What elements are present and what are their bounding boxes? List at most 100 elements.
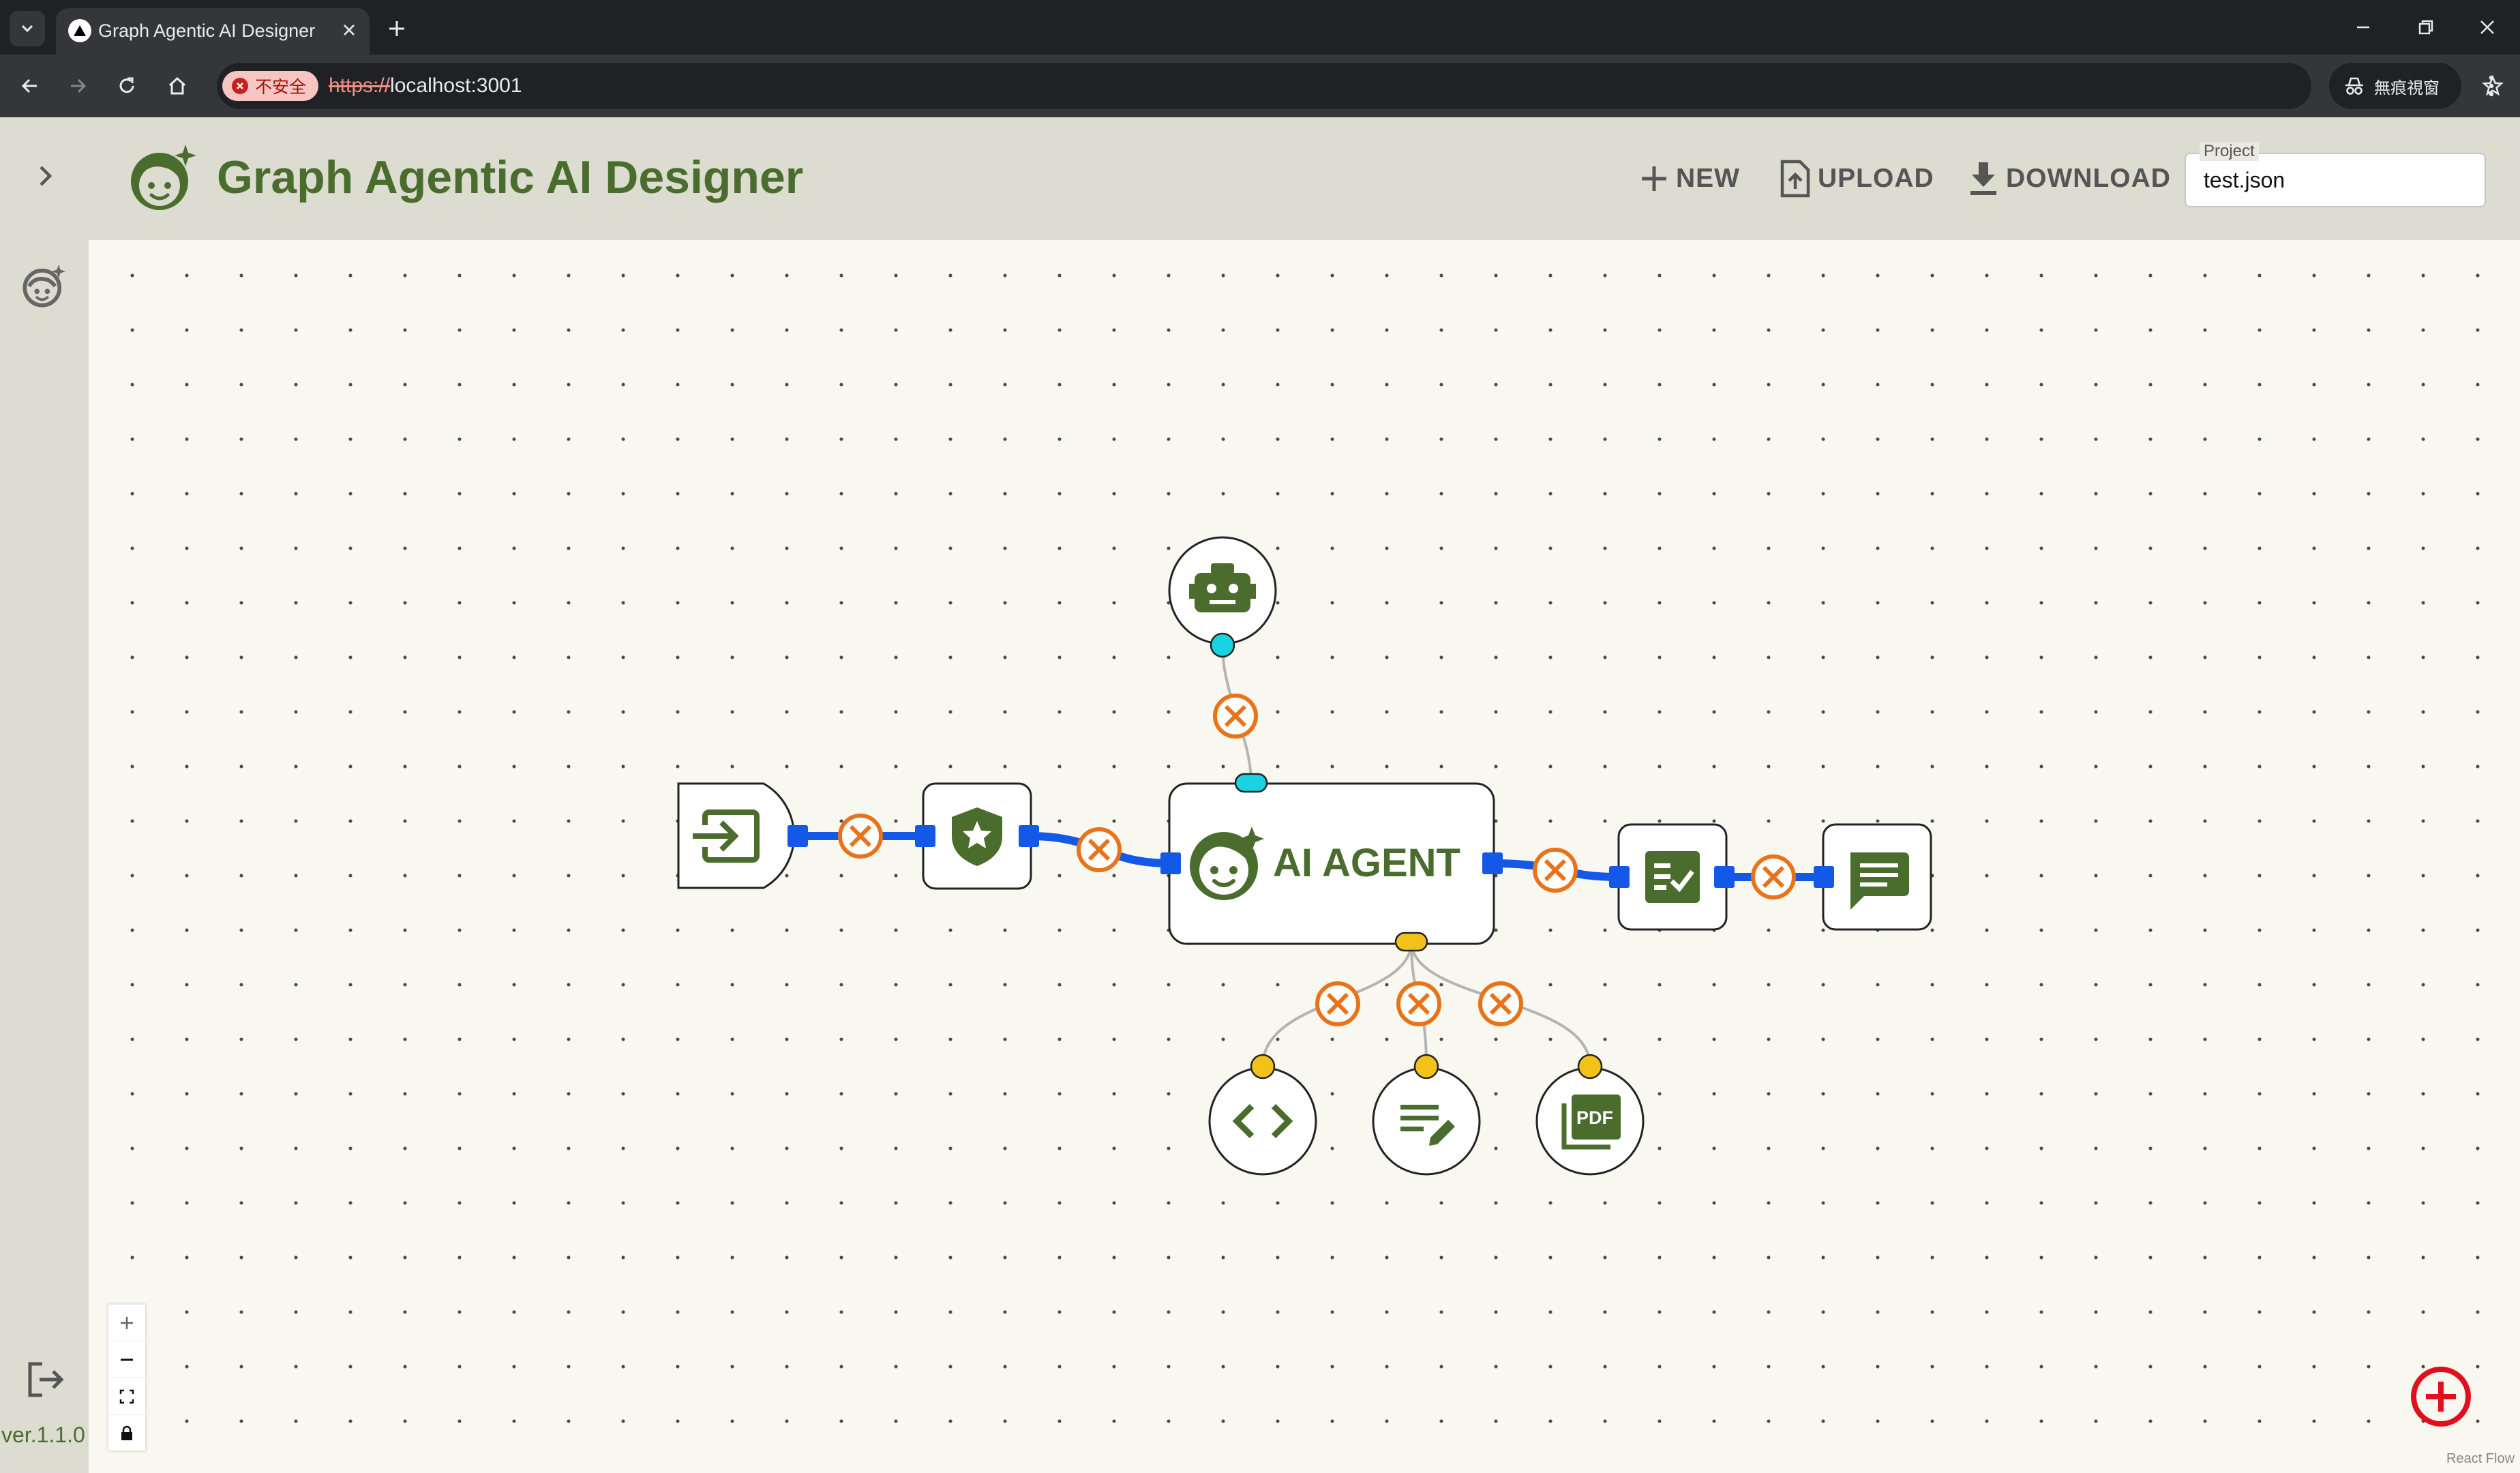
edge-delete-buttons — [838, 694, 1796, 1026]
download-button[interactable]: DOWNLOAD — [1966, 157, 2171, 200]
incognito-icon — [2345, 77, 2363, 95]
incognito-label: 無痕視窗 — [2374, 78, 2440, 98]
add-node-button[interactable] — [2408, 1364, 2474, 1429]
agent-face-icon — [1190, 827, 1264, 900]
text-edit-tool-node[interactable] — [1372, 1067, 1481, 1176]
chat-bubble-icon — [1850, 852, 1909, 910]
delete-edge-icon[interactable] — [1478, 981, 1523, 1026]
login-arrow-icon — [693, 809, 760, 863]
chevron-down-icon — [21, 25, 33, 33]
agent-logo-icon — [131, 145, 196, 210]
zoom-out-button[interactable] — [108, 1341, 145, 1378]
chevron-right-icon — [40, 166, 52, 186]
handle-check-out[interactable] — [1714, 866, 1735, 888]
pdf-file-icon: PDF — [1561, 1095, 1621, 1150]
incognito-indicator[interactable]: 無痕視窗 — [2329, 63, 2461, 109]
address-bar[interactable]: 不安全 https://localhost:3001 — [217, 63, 2504, 109]
input-node[interactable] — [677, 782, 796, 889]
handle-input-out[interactable] — [787, 825, 808, 847]
minus-icon — [121, 1358, 133, 1360]
handle-check-in[interactable] — [1609, 866, 1630, 888]
handle-code-in[interactable] — [1250, 1054, 1276, 1080]
tab-close-icon[interactable] — [337, 18, 361, 42]
delete-edge-icon[interactable] — [838, 814, 883, 859]
guardrail-node[interactable] — [922, 782, 1032, 890]
plus-icon — [121, 1316, 133, 1329]
agent-nav-icon[interactable] — [20, 262, 68, 310]
app-title: Graph Agentic AI Designer — [217, 151, 804, 203]
code-tool-node[interactable] — [1208, 1067, 1317, 1176]
restore-icon[interactable] — [2407, 10, 2445, 45]
browser-tab-active[interactable]: Graph Agentic AI Designer — [56, 8, 370, 55]
chat-output-node[interactable] — [1822, 823, 1932, 931]
back-arrow-icon[interactable] — [12, 68, 48, 104]
zoom-controls — [108, 1304, 146, 1451]
window-close-icon[interactable] — [2468, 10, 2506, 45]
plus-icon — [1642, 166, 1666, 191]
lock-toggle-button[interactable] — [108, 1415, 145, 1452]
minimize-icon[interactable] — [2344, 10, 2382, 45]
not-secure-icon — [232, 78, 248, 94]
handle-guard-in[interactable] — [915, 825, 935, 847]
url-text[interactable]: https://localhost:3001 — [329, 74, 522, 97]
model-node[interactable] — [1168, 536, 1277, 645]
logout-icon[interactable] — [25, 1358, 67, 1401]
expand-sidebar-button[interactable] — [27, 158, 63, 194]
shield-star-icon — [952, 807, 1002, 866]
plus-icon — [2426, 1382, 2456, 1412]
project-field-value[interactable]: test.json — [2204, 168, 2285, 192]
browser-menu-icon[interactable] — [2474, 68, 2509, 104]
tab-search-button[interactable] — [10, 11, 45, 46]
project-name-field[interactable]: Project test.json — [2185, 142, 2486, 207]
delete-edge-icon[interactable] — [1077, 827, 1122, 872]
new-button[interactable]: NEW — [1638, 157, 1740, 200]
bookmark-star-icon[interactable] — [2479, 72, 2506, 100]
handle-agent-model-in[interactable] — [1234, 773, 1268, 793]
handle-agent-out[interactable] — [1482, 852, 1503, 874]
download-icon — [1970, 162, 1996, 195]
security-label: 不安全 — [255, 78, 307, 97]
delete-edge-icon[interactable] — [1213, 694, 1258, 739]
delete-edge-icon[interactable] — [1315, 981, 1360, 1026]
upload-file-icon — [1780, 160, 1810, 198]
code-brackets-icon — [1232, 1103, 1293, 1139]
ai-agent-node[interactable]: AI AGENT — [1168, 782, 1495, 945]
home-icon[interactable] — [160, 68, 195, 104]
output-check-node[interactable] — [1617, 823, 1728, 931]
react-flow-attribution[interactable]: React Flow — [2446, 1451, 2515, 1466]
project-field-label: Project — [2200, 142, 2259, 161]
browser-toolbar: 不安全 https://localhost:3001 無痕視窗 — [0, 55, 2520, 117]
handle-guard-out[interactable] — [1019, 825, 1039, 847]
new-tab-plus-icon[interactable] — [382, 14, 412, 44]
svg-text:PDF: PDF — [1576, 1107, 1613, 1128]
handle-agent-in[interactable] — [1160, 852, 1181, 874]
zoom-in-button[interactable] — [108, 1305, 145, 1341]
triangle-favicon-icon — [68, 19, 91, 42]
handle-chat-in[interactable] — [1814, 866, 1834, 888]
tab-title: Graph Agentic AI Designer — [98, 20, 316, 41]
fit-view-icon — [119, 1389, 134, 1403]
handle-pdf-in[interactable] — [1577, 1054, 1603, 1080]
upload-button[interactable]: UPLOAD — [1778, 157, 1934, 200]
edit-note-icon — [1400, 1105, 1455, 1146]
robot-icon — [1189, 563, 1256, 612]
delete-edge-icon[interactable] — [1751, 854, 1796, 899]
handle-agent-tools-out[interactable] — [1394, 932, 1428, 952]
app-header: Graph Agentic AI Designer NEW UPLOAD DOW… — [0, 117, 2520, 240]
handle-model-out[interactable] — [1210, 632, 1235, 658]
delete-edge-icon[interactable] — [1533, 848, 1578, 893]
sidebar: ver.1.1.0 — [0, 240, 89, 1473]
handle-text-in[interactable] — [1413, 1054, 1439, 1080]
delete-edge-icon[interactable] — [1396, 981, 1441, 1026]
ai-agent-label: AI AGENT — [1273, 841, 1460, 885]
fit-view-button[interactable] — [108, 1378, 145, 1415]
checklist-icon — [1645, 851, 1700, 903]
reload-icon[interactable] — [109, 68, 145, 104]
security-chip[interactable]: 不安全 — [222, 71, 319, 101]
handles — [787, 632, 1834, 1080]
lock-icon — [121, 1425, 132, 1440]
forward-arrow-icon[interactable] — [60, 68, 95, 104]
browser-tabstrip: Graph Agentic AI Designer — [0, 0, 2520, 55]
pdf-tool-node[interactable]: PDF — [1535, 1067, 1645, 1176]
